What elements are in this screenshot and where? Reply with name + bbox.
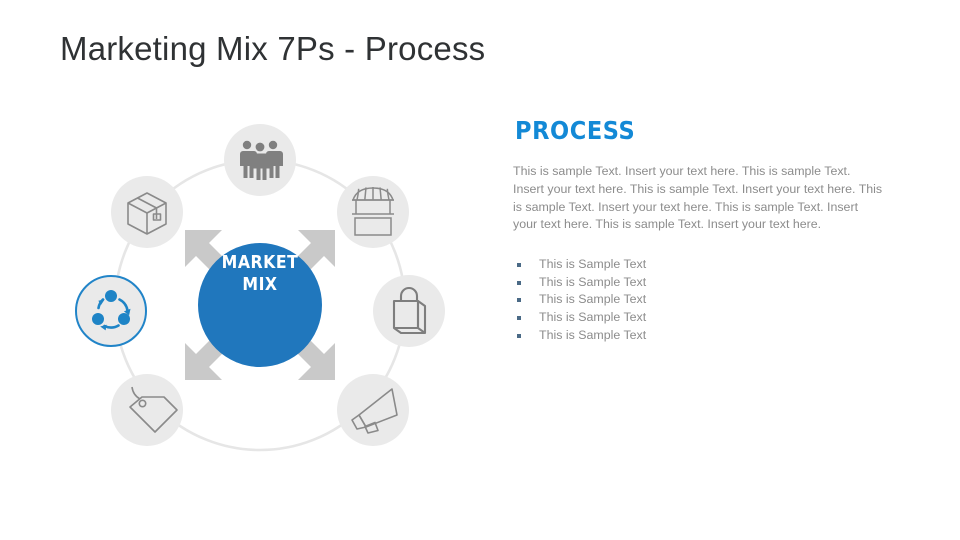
megaphone-icon <box>351 388 398 434</box>
list-item: This is Sample Text <box>513 327 888 345</box>
list-item: This is Sample Text <box>513 309 888 327</box>
storefront-icon <box>351 187 395 236</box>
list-item: This is Sample Text <box>513 274 888 292</box>
list-item-label: This is Sample Text <box>539 309 647 324</box>
list-item-label: This is Sample Text <box>539 274 647 289</box>
bullet-list: This is Sample Text This is Sample Text … <box>513 256 888 344</box>
panel-paragraph: This is sample Text. Insert your text he… <box>513 164 883 232</box>
node-process[interactable] <box>75 275 147 347</box>
marketing-mix-diagram: MARKET MIX <box>60 115 480 495</box>
node-storefront[interactable] <box>337 176 409 248</box>
shopping-bag-icon <box>392 287 427 335</box>
price-tag-icon <box>129 386 178 433</box>
list-item-label: This is Sample Text <box>539 292 647 307</box>
node-megaphone[interactable] <box>337 374 409 446</box>
bullet-square-icon <box>517 263 521 268</box>
node-package[interactable] <box>111 176 183 248</box>
node-price-tag[interactable] <box>111 374 183 446</box>
process-info-panel: PROCESS This is sample Text. Insert your… <box>513 118 888 344</box>
node-shopping-bag[interactable] <box>373 275 445 347</box>
panel-heading: PROCESS <box>515 116 636 145</box>
list-item: This is Sample Text <box>513 256 888 274</box>
list-item-label: This is Sample Text <box>539 327 647 342</box>
bullet-square-icon <box>517 315 521 320</box>
process-cycle-icon <box>92 290 131 331</box>
node-people[interactable] <box>224 124 296 196</box>
bullet-square-icon <box>517 333 521 338</box>
list-item-label: This is Sample Text <box>539 257 647 272</box>
package-box-icon <box>127 192 167 235</box>
bullet-square-icon <box>517 298 521 303</box>
page-title: Marketing Mix 7Ps - Process <box>60 30 486 67</box>
list-item: This is Sample Text <box>513 291 888 309</box>
center-circle-market-mix[interactable] <box>198 243 322 367</box>
three-people-icon <box>240 140 283 180</box>
bullet-square-icon <box>517 280 521 285</box>
